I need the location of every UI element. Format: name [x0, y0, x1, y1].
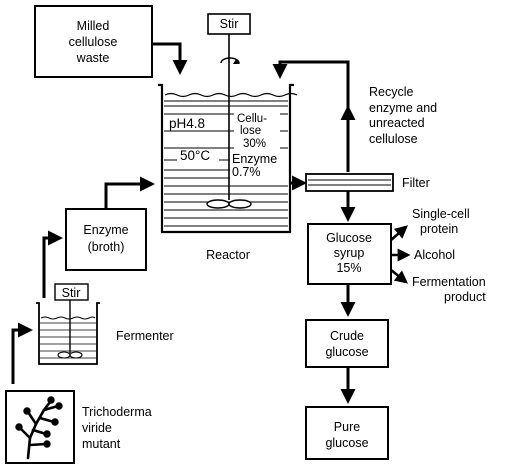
crude-glucose-line-2: glucose — [325, 345, 368, 359]
reactor-cellulose-1: Cellu- — [237, 113, 267, 125]
arrow-to-fermentation-product — [390, 268, 409, 284]
fungus-icon — [15, 396, 63, 460]
recycle-line-1: Recycle — [369, 85, 414, 99]
enzyme-broth-box: Enzyme (broth) — [65, 208, 147, 271]
fermenter-vessel — [36, 283, 100, 365]
milled-waste-line-2: cellulose — [69, 35, 118, 49]
stir-small-label: Stir — [62, 286, 81, 300]
arrow-to-single-cell-protein — [390, 225, 408, 241]
recycle-line-2: enzyme and — [369, 101, 437, 115]
fermentation-line-2: product — [444, 290, 486, 304]
arrow-enzyme-to-reactor — [104, 176, 155, 209]
recycle-line-3: unreacted — [369, 116, 425, 130]
enzyme-broth-line-1: Enzyme — [83, 223, 128, 237]
fermentation-line-1: Fermentation — [412, 275, 486, 289]
recycle-line-4: cellulose — [369, 132, 418, 146]
fermenter-label: Fermenter — [116, 329, 174, 343]
reactor-cellulose-2: lose — [240, 125, 261, 137]
alcohol-label: Alcohol — [414, 248, 455, 262]
filter-unit — [305, 173, 394, 192]
reactor-label: Reactor — [206, 248, 250, 262]
stir-box-top: Stir — [207, 13, 251, 35]
arrow-fermenter-to-enzyme — [42, 230, 63, 298]
reactor-temperature: 50°C — [180, 148, 210, 163]
arrow-trichoderma-to-fermenter — [11, 322, 33, 384]
trichoderma-line-2: viride — [82, 421, 112, 435]
milled-waste-line-1: Milled — [77, 19, 110, 33]
single-cell-line-1: Single-cell — [412, 207, 470, 221]
reactor-ph: pH4.8 — [169, 116, 205, 131]
pure-glucose-box: Pure glucose — [305, 406, 389, 460]
single-cell-line-2: protein — [420, 222, 458, 236]
crude-glucose-box: Crude glucose — [305, 319, 389, 368]
glucose-syrup-box: Glucose syrup 15% — [307, 223, 392, 285]
stir-top-label: Stir — [220, 17, 239, 31]
glucose-syrup-line-3: 15% — [336, 261, 361, 275]
trichoderma-box — [5, 390, 75, 464]
milled-cellulose-waste-box: Milled cellulose waste — [34, 5, 153, 78]
filter-label: Filter — [402, 176, 430, 190]
trichoderma-line-3: mutant — [82, 437, 121, 451]
pure-glucose-line-2: glucose — [325, 436, 368, 450]
pure-glucose-line-1: Pure — [334, 420, 360, 434]
arrow-waste-to-reactor — [152, 42, 188, 75]
glucose-syrup-line-2: syrup — [334, 246, 365, 260]
reactor-enzyme-1: Enzyme — [232, 152, 277, 166]
reactor-enzyme-2: 0.7% — [232, 165, 261, 179]
enzyme-broth-line-2: (broth) — [88, 240, 125, 254]
reactor-cellulose-3: 30% — [243, 138, 266, 150]
rotation-icon — [220, 57, 240, 64]
crude-glucose-line-1: Crude — [330, 329, 364, 343]
trichoderma-line-1: Trichoderma — [82, 405, 152, 419]
milled-waste-line-3: waste — [76, 51, 110, 65]
glucose-syrup-line-1: Glucose — [326, 231, 372, 245]
